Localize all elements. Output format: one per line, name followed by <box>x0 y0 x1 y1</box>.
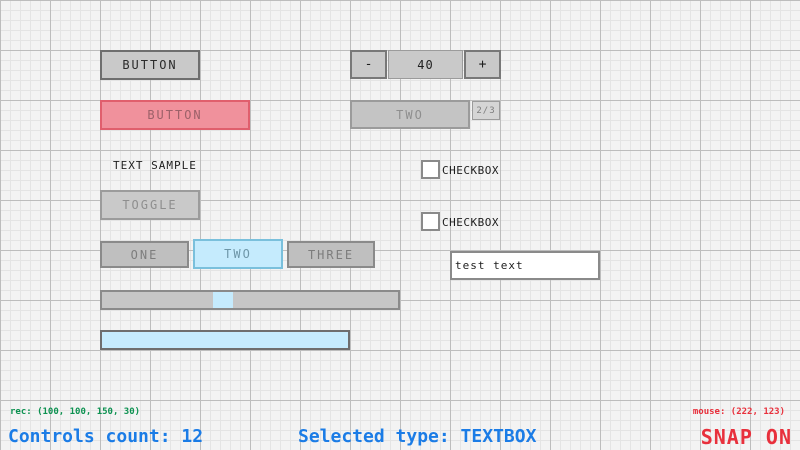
tab-three[interactable]: THREE <box>287 241 375 268</box>
progress-bar <box>100 330 350 350</box>
checkbox-1[interactable] <box>421 160 440 179</box>
dropdown[interactable]: TWO <box>350 100 470 129</box>
spinner-decrement-button[interactable]: - <box>350 50 387 79</box>
text-sample-label: TEXT SAMPLE <box>113 158 197 172</box>
dropdown-page-indicator: 2/3 <box>472 101 500 120</box>
status-controls-count: Controls count: 12 <box>8 426 204 447</box>
status-rec-coordinates: rec: (100, 100, 150, 30) <box>10 407 141 417</box>
checkbox-2-label: CHECKBOX <box>442 215 499 229</box>
spinner-value: 40 <box>388 50 463 79</box>
toggle-button[interactable]: TOGGLE <box>100 190 200 220</box>
tab-one[interactable]: ONE <box>100 241 189 268</box>
checkbox-1-label: CHECKBOX <box>442 163 499 177</box>
slider[interactable] <box>100 290 400 310</box>
status-mouse-coordinates: mouse: (222, 123) <box>692 407 785 417</box>
checkbox-2[interactable] <box>421 212 440 231</box>
textbox-input[interactable] <box>450 251 600 280</box>
button-normal[interactable]: BUTTON <box>100 50 200 80</box>
slider-handle[interactable] <box>213 292 233 308</box>
tab-two-selected[interactable]: TWO <box>193 239 283 269</box>
button-highlight[interactable]: BUTTON <box>100 100 250 130</box>
spinner-increment-button[interactable]: + <box>464 50 501 79</box>
status-snap-indicator: SNAP ON <box>700 425 792 449</box>
status-selected-type: Selected type: TEXTBOX <box>298 426 537 447</box>
